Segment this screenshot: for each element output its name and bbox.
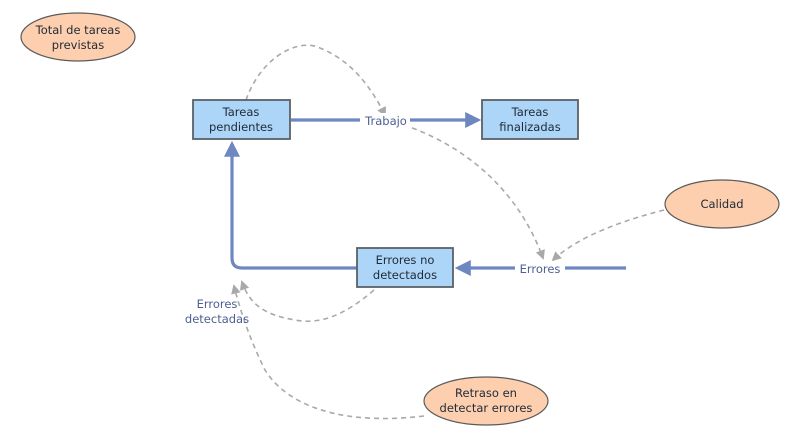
link-calidad-to-errores: [551, 209, 665, 262]
variable-retraso: [423, 376, 549, 426]
link-errores-nd-to-detectadas: [239, 280, 375, 322]
flow-errores-label: Errores: [520, 262, 561, 276]
flow-errores-detectadas-pipe: [224, 140, 357, 270]
link-retraso-to-detectadas: [231, 284, 425, 420]
stock-tareas-pendientes: [192, 99, 291, 140]
variable-calidad-label: Calidad: [700, 197, 743, 211]
stock-tareas-finalizadas: [481, 99, 579, 140]
variable-calidad: [664, 179, 780, 229]
flow-trabajo-label: Trabajo: [364, 114, 407, 128]
link-trabajo-to-errores: [394, 121, 545, 260]
variable-total-tareas: [20, 12, 136, 62]
stock-errores-no-detectados: [356, 247, 454, 288]
link-tareas-to-trabajo: [245, 44, 386, 117]
